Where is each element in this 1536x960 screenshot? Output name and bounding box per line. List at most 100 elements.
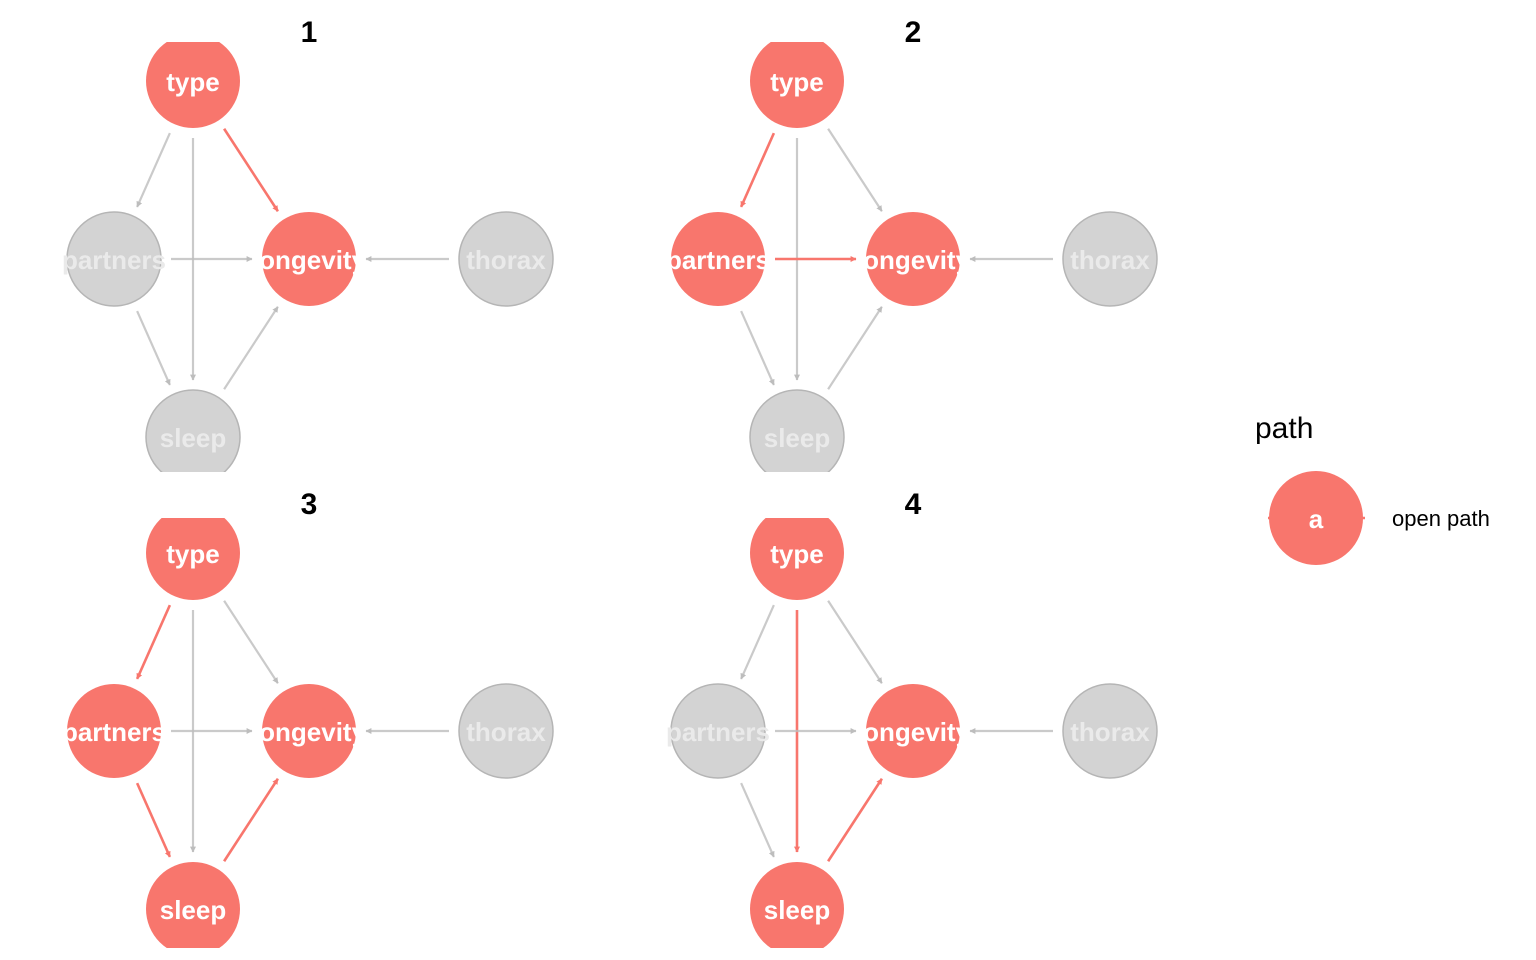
edges — [739, 128, 1053, 390]
node-sleep: sleep — [749, 389, 845, 472]
node-circle — [458, 683, 554, 779]
edge-partners-to-sleep — [740, 782, 775, 858]
legend-key-label: open path — [1392, 506, 1490, 531]
node-circle — [750, 518, 844, 600]
node-type: type — [146, 518, 240, 600]
node-label: partners — [62, 717, 166, 747]
node-partners: partners — [666, 683, 770, 779]
node-partners: partners — [62, 211, 166, 307]
edge-partners-to-sleep — [135, 782, 172, 858]
legend-key-glyph: a — [1309, 504, 1324, 534]
node-label: partners — [666, 245, 770, 275]
legend-title: path — [1255, 412, 1313, 445]
node-circle — [750, 862, 844, 948]
edge-type-to-longevity — [827, 128, 883, 212]
node-label: thorax — [466, 245, 546, 275]
node-thorax: thorax — [458, 211, 554, 307]
edge-sleep-to-longevity — [223, 778, 279, 862]
node-circle — [866, 684, 960, 778]
edge-type-to-longevity — [223, 128, 279, 212]
node-label: longevity — [252, 245, 367, 275]
panel-title: 4 — [905, 488, 922, 521]
panel-3: 3 type partners longevity thorax sleep — [62, 488, 554, 948]
panel-2: 2 type partners longevity thorax sleep — [666, 16, 1158, 472]
node-label: longevity — [856, 717, 971, 747]
node-partners: partners — [666, 212, 770, 306]
node-label: thorax — [1070, 717, 1150, 747]
edges — [136, 128, 449, 390]
edge-type-to-partners — [740, 604, 775, 680]
node-longevity: longevity — [856, 684, 971, 778]
edge-sleep-to-longevity — [827, 778, 883, 862]
node-type: type — [750, 518, 844, 600]
node-circle — [750, 42, 844, 128]
panel-4: 4 type partners longevity thorax sleep — [666, 488, 1158, 948]
node-sleep: sleep — [750, 862, 844, 948]
legend-key-node — [1269, 471, 1363, 565]
node-label: longevity — [252, 717, 367, 747]
node-circle — [146, 518, 240, 600]
panel-1: 1 type partners longevity thorax sleep — [62, 16, 554, 472]
node-label: sleep — [160, 423, 227, 453]
node-longevity: longevity — [252, 212, 367, 306]
nodes: type partners longevity thorax sleep — [666, 42, 1158, 472]
node-label: partners — [666, 717, 770, 747]
node-circle — [749, 389, 845, 472]
edge-type-to-longevity — [827, 600, 883, 684]
panel-title: 1 — [301, 16, 318, 49]
node-sleep: sleep — [146, 862, 240, 948]
edge-type-to-longevity — [223, 600, 279, 684]
node-label: thorax — [1070, 245, 1150, 275]
node-partners: partners — [62, 684, 166, 778]
node-longevity: longevity — [856, 212, 971, 306]
node-type: type — [750, 42, 844, 128]
edge-partners-to-sleep — [136, 310, 171, 386]
edge-partners-to-sleep — [740, 310, 775, 386]
node-circle — [671, 212, 765, 306]
node-circle — [146, 42, 240, 128]
node-label: sleep — [160, 895, 227, 925]
nodes: type partners longevity thorax sleep — [62, 518, 554, 948]
nodes: type partners longevity thorax sleep — [666, 518, 1158, 948]
node-label: thorax — [466, 717, 546, 747]
edges — [135, 600, 449, 862]
node-label: sleep — [764, 895, 831, 925]
edge-sleep-to-longevity — [827, 306, 883, 390]
node-circle — [866, 212, 960, 306]
edge-type-to-partners — [135, 604, 172, 680]
edge-type-to-partners — [739, 132, 776, 208]
node-circle — [1062, 211, 1158, 307]
node-label: type — [166, 539, 219, 569]
node-label: longevity — [856, 245, 971, 275]
node-label: type — [770, 67, 823, 97]
node-sleep: sleep — [145, 389, 241, 472]
panel-graph: type partners longevity thorax sleep — [62, 518, 554, 948]
panel-title: 3 — [301, 488, 318, 521]
node-circle — [66, 211, 162, 307]
node-circle — [1062, 683, 1158, 779]
edge-type-to-partners — [136, 132, 171, 208]
edges — [740, 600, 1053, 862]
edge-sleep-to-longevity — [223, 306, 279, 390]
panel-graph: type partners longevity thorax sleep — [62, 42, 554, 472]
node-thorax: thorax — [1062, 683, 1158, 779]
node-label: type — [166, 67, 219, 97]
node-circle — [458, 211, 554, 307]
legend: path a open path — [1255, 412, 1490, 565]
panel-graph: type partners longevity thorax sleep — [666, 518, 1158, 948]
node-circle — [262, 684, 356, 778]
node-longevity: longevity — [252, 684, 367, 778]
node-thorax: thorax — [1062, 211, 1158, 307]
node-circle — [262, 212, 356, 306]
node-label: type — [770, 539, 823, 569]
panel-title: 2 — [905, 16, 922, 49]
nodes: type partners longevity thorax sleep — [62, 42, 554, 472]
node-thorax: thorax — [458, 683, 554, 779]
node-circle — [67, 684, 161, 778]
panel-graph: type partners longevity thorax sleep — [666, 42, 1158, 472]
node-circle — [146, 862, 240, 948]
node-circle — [670, 683, 766, 779]
node-type: type — [146, 42, 240, 128]
node-label: partners — [62, 245, 166, 275]
node-label: sleep — [764, 423, 831, 453]
